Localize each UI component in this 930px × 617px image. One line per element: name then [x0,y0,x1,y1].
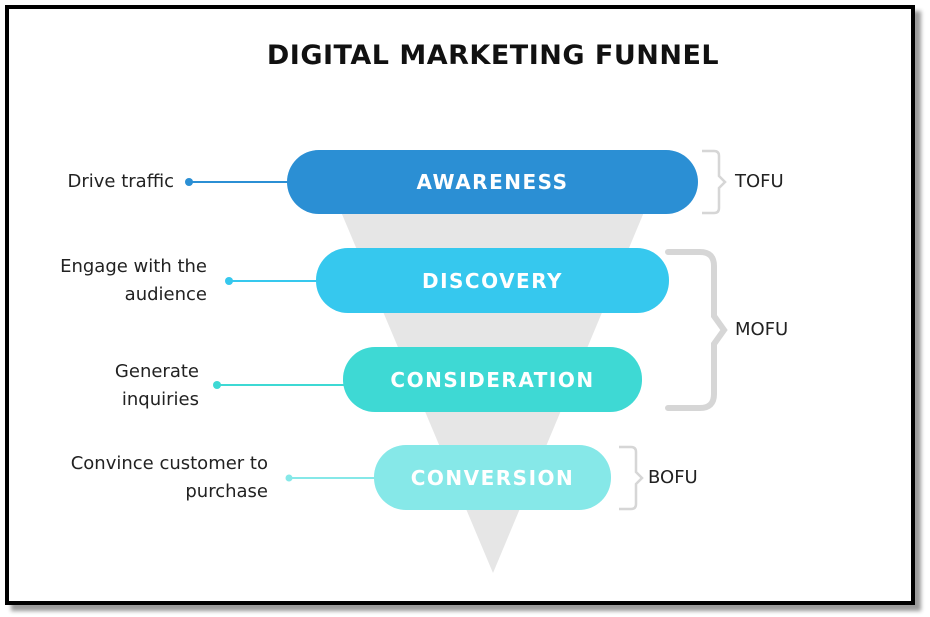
connector-consideration [213,381,346,389]
stage-conversion: CONVERSION [374,445,611,510]
brace-tofu [702,149,727,215]
brace-mofu [665,249,728,411]
group-mofu: MOFU [735,319,789,340]
stage-discovery: DISCOVERY [316,248,669,313]
stage-consideration: CONSIDERATION [343,347,642,412]
group-bofu: BOFU [648,467,698,488]
stage-awareness: AWARENESS [287,150,698,214]
description-consideration: Generate inquiries [114,361,199,410]
description-discovery: Engage with the audience [60,256,207,305]
brace-bofu [619,445,644,511]
group-tofu: TOFU [735,171,784,192]
description-conversion: Convince customer to purchase [70,453,268,502]
description-awareness: Drive traffic [67,171,175,192]
diagram-title: DIGITAL MARKETING FUNNEL [266,40,720,71]
connector-discovery [225,277,320,285]
connector-conversion [285,474,378,482]
connector-awareness [185,178,290,186]
